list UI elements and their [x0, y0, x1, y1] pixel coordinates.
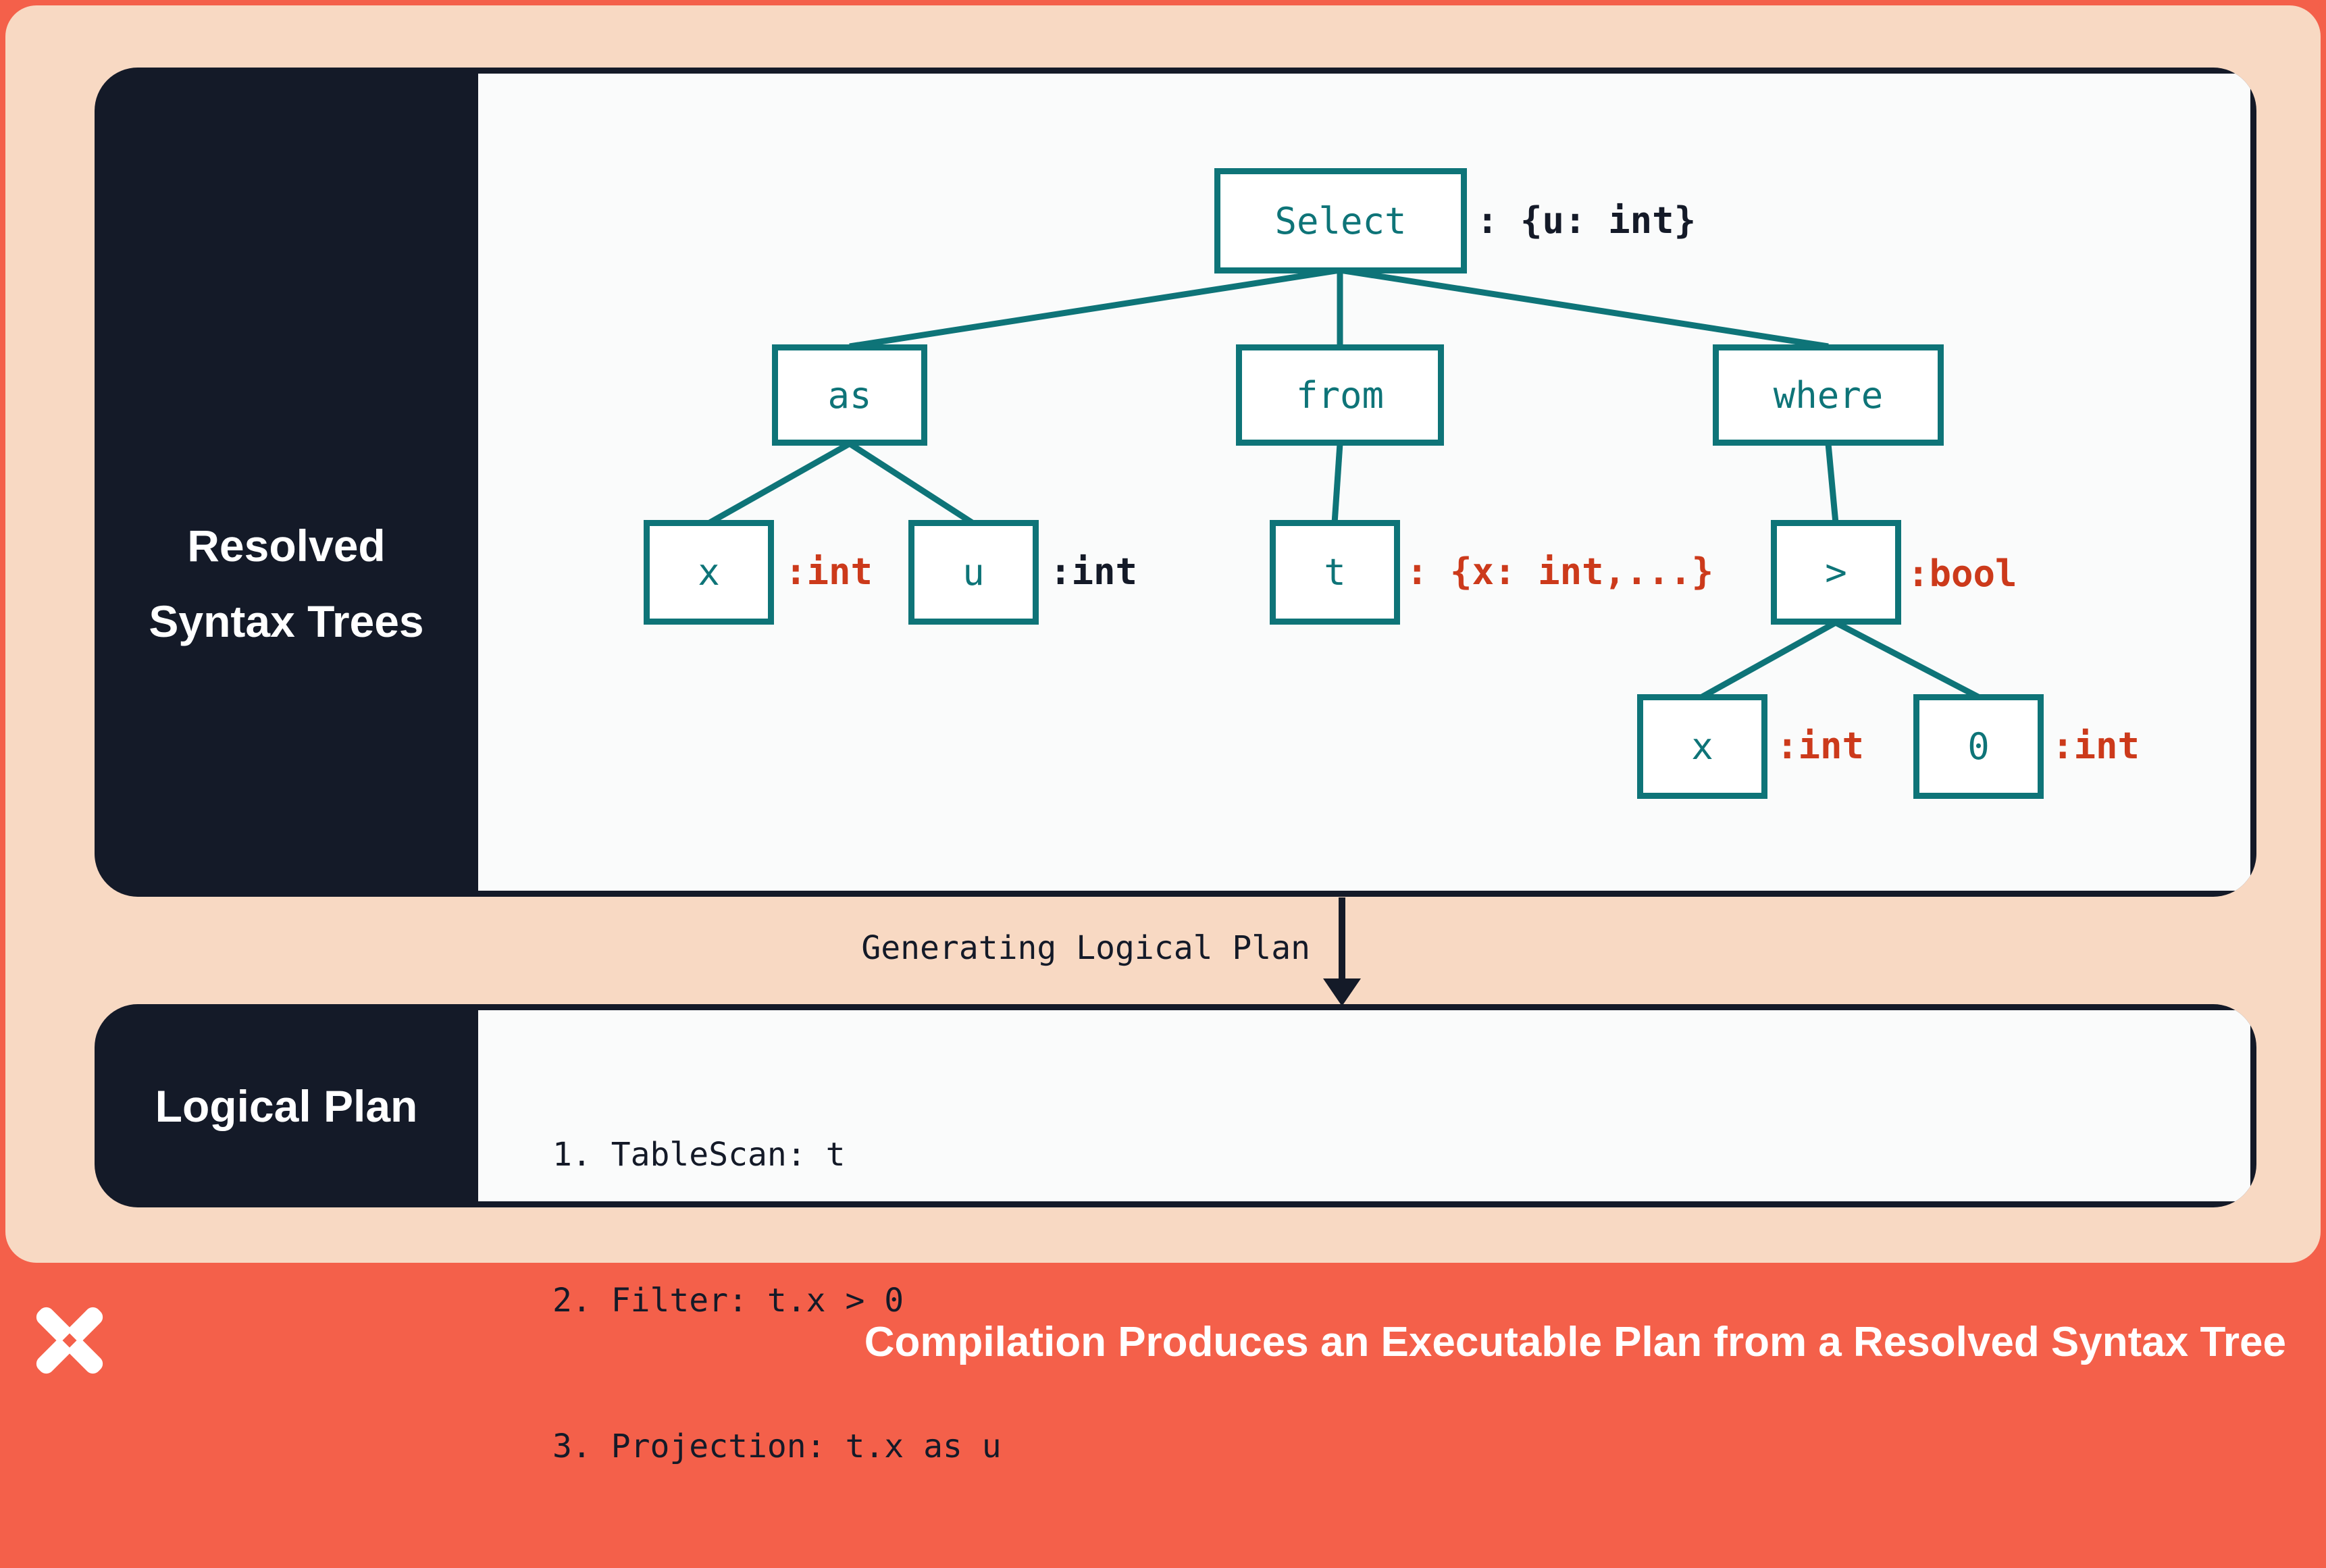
tree-node-zero: 0	[1913, 694, 2044, 799]
tree-node-select: Select	[1214, 168, 1467, 273]
resolved-card-sidebar-title: Resolved Syntax Trees	[95, 508, 478, 659]
infographic-page: Resolved Syntax Trees Logical Plan Selec…	[5, 5, 2321, 1465]
tree-node-x-alias-label: x	[698, 551, 720, 594]
footer-title: Compilation Produces an Executable Plan …	[864, 1319, 2286, 1365]
tree-node-gt-label: >	[1825, 551, 1847, 594]
logical-plan-sidebar: Logical Plan	[95, 1004, 478, 1207]
tree-node-t-label: t	[1324, 551, 1346, 594]
tree-node-x-operand: x	[1637, 694, 1767, 799]
transition-label: Generating Logical Plan	[861, 929, 1310, 967]
tree-node-u: u	[908, 520, 1039, 625]
tree-node-u-label: u	[962, 551, 985, 594]
type-annotation-t: : {x: int,...}	[1406, 550, 1714, 593]
tree-node-select-label: Select	[1274, 199, 1407, 242]
type-annotation-gt: :bool	[1907, 552, 2017, 595]
logical-plan-step-3: 3. Projection: t.x as u	[552, 1428, 1002, 1465]
tree-node-x-alias: x	[644, 520, 774, 625]
tree-node-gt: >	[1771, 520, 1901, 625]
type-annotation-u: :int	[1050, 550, 1138, 593]
sidebar-title-line2: Syntax Trees	[149, 596, 424, 646]
type-annotation-x-alias: :int	[785, 550, 873, 593]
tree-node-where: where	[1713, 344, 1944, 446]
logical-plan-sidebar-title: Logical Plan	[155, 1080, 418, 1131]
tree-node-from-label: from	[1295, 373, 1385, 417]
tree-node-t: t	[1270, 520, 1400, 625]
logical-plan-card: Logical Plan	[95, 1004, 2256, 1207]
sidebar-title-line1: Resolved	[187, 521, 386, 571]
type-annotation-x-operand: :int	[1776, 725, 1865, 767]
tree-node-as: as	[772, 344, 927, 446]
tree-node-from: from	[1236, 344, 1444, 446]
logical-plan-step-1: 1. TableScan: t	[552, 1136, 846, 1174]
type-annotation-select: : {u: int}	[1476, 199, 1697, 242]
tree-node-as-label: as	[827, 373, 872, 417]
pinwheel-x-logo-icon	[36, 1307, 103, 1374]
type-annotation-zero: :int	[2052, 725, 2140, 767]
tree-node-zero-label: 0	[1967, 725, 1990, 768]
tree-node-x-operand-label: x	[1691, 725, 1713, 768]
logical-plan-steps: 1. TableScan: t 2. Filter: t.x > 0 3. Pr…	[552, 1033, 1002, 1568]
tree-node-where-label: where	[1773, 373, 1884, 417]
logical-plan-card-content	[478, 1010, 2250, 1201]
logical-plan-step-2: 2. Filter: t.x > 0	[552, 1282, 904, 1319]
